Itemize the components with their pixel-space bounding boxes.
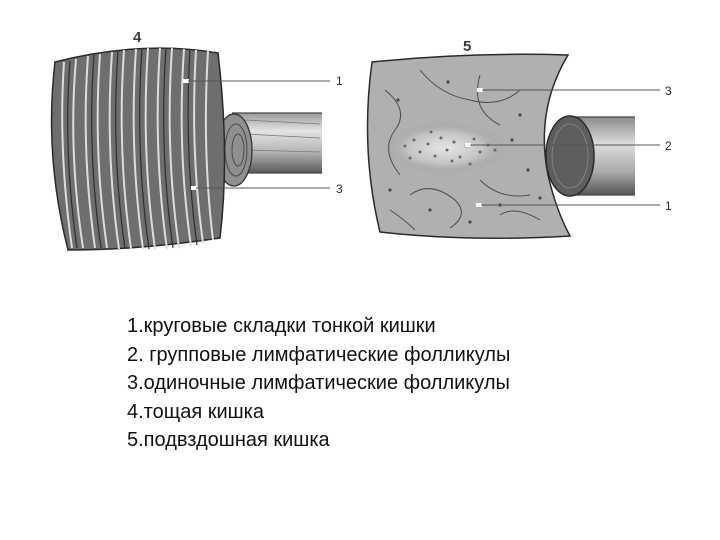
jejunum-callout-3: 3 [336, 182, 343, 196]
jejunum-panel: 4 1 3 [50, 29, 343, 251]
legend-item-aggregated-follicles: 2. групповые лимфатические фолликулы [127, 343, 511, 366]
mucosa-creases [384, 69, 541, 231]
legend-item-ileum: 5.подвздошная кишка [127, 429, 330, 451]
circular-folds [61, 47, 214, 250]
ileum-callout-3: 3 [665, 84, 672, 98]
ileum-callout-lines [470, 89, 660, 206]
peyer-patch-dots [403, 130, 497, 166]
ileum-marker-squares [465, 88, 483, 207]
legend-item-jejunum: 4.тощая кишка [127, 400, 264, 423]
figure-number-5: 5 [463, 38, 471, 55]
legend-item-circular-folds: 1.круговые складки тонкой кишки [127, 315, 436, 337]
legend-item-solitary-follicles: 3.одиночные лимфатические фолликулы [127, 372, 510, 394]
ileum-callout-1: 1 [665, 199, 672, 213]
jejunum-callout-lines [188, 80, 330, 189]
legend-list: 1.круговые складки тонкой кишки 2. групп… [127, 312, 510, 455]
ileum-opening [545, 115, 595, 197]
solitary-follicle-dots [388, 80, 542, 224]
jejunum-callout-1: 1 [336, 74, 343, 88]
ileum-panel: 5 3 2 1 [366, 38, 672, 239]
ileum-callout-2: 2 [665, 139, 672, 153]
intestine-illustration: 4 1 3 [50, 29, 672, 251]
figure-number-4: 4 [133, 29, 142, 46]
solitary-follicle-marks [183, 79, 197, 190]
peyer-patch [383, 122, 507, 174]
jejunum-wall [50, 47, 226, 251]
circular-folds-shadow [67, 47, 198, 250]
